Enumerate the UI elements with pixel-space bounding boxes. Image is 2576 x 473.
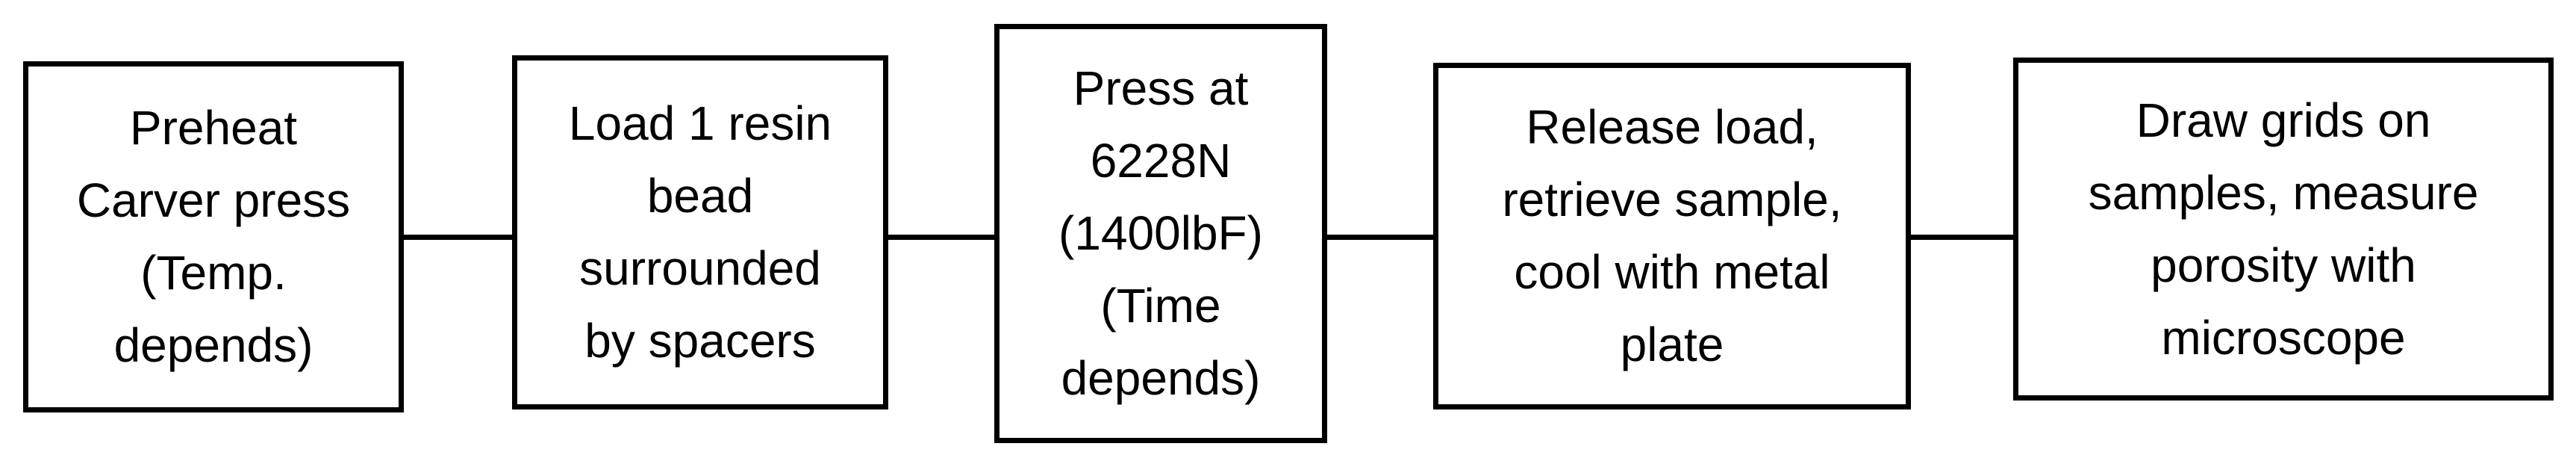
flow-step-release-load-label: Release load, retrieve sample, cool with… <box>1502 100 1842 371</box>
connector-step1-step2 <box>404 235 512 240</box>
flow-step-measure-porosity-label: Draw grids on samples, measure porosity … <box>2088 93 2479 365</box>
flow-step-press-at-force-label: Press at 6228N (1400lbF) (Time depends) <box>1058 61 1263 405</box>
flow-step-release-load: Release load, retrieve sample, cool with… <box>1433 63 1911 409</box>
flow-step-load-resin-bead-label: Load 1 resin bead surrounded by spacers <box>568 96 832 368</box>
flow-step-preheat-press-label: Preheat Carver press (Temp. depends) <box>76 101 351 372</box>
flow-step-press-at-force: Press at 6228N (1400lbF) (Time depends) <box>994 24 1327 443</box>
connector-step4-step5 <box>1911 235 2013 240</box>
flow-step-load-resin-bead: Load 1 resin bead surrounded by spacers <box>512 55 888 409</box>
flow-step-preheat-press: Preheat Carver press (Temp. depends) <box>23 61 404 412</box>
connector-step3-step4 <box>1327 235 1433 240</box>
flow-step-measure-porosity: Draw grids on samples, measure porosity … <box>2013 58 2554 401</box>
connector-step2-step3 <box>888 235 994 240</box>
